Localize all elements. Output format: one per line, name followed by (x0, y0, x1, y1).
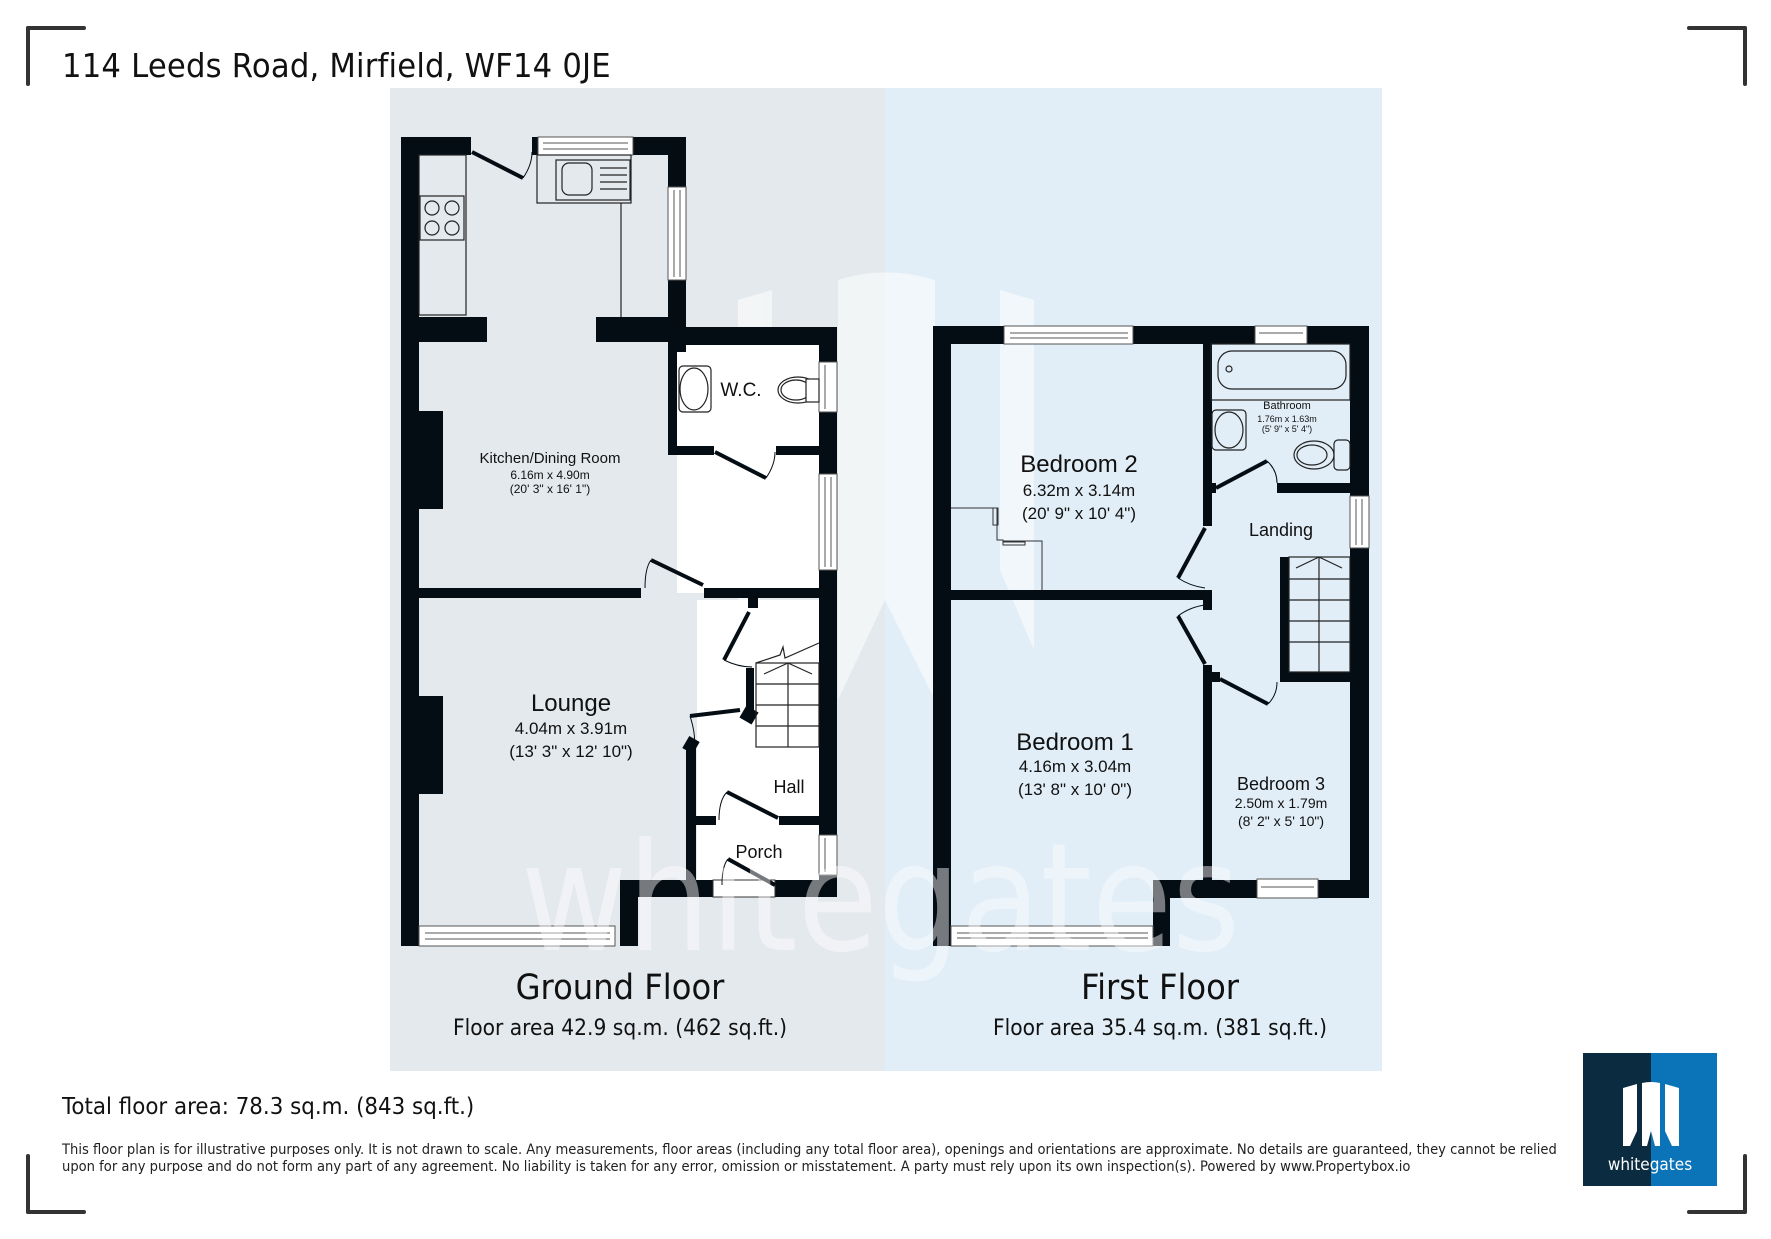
corner-bracket-bottom-left-v (26, 1154, 30, 1214)
room-imperial-bedroom-2: (20' 9" x 10' 4") (1022, 504, 1136, 523)
ground-floor-plan (401, 136, 838, 947)
whitegates-w-logo-icon (1623, 1082, 1679, 1146)
room-label-bathroom: Bathroom (1263, 400, 1311, 412)
room-imperial-bedroom-3: (8' 2" x 5' 10") (1238, 813, 1324, 829)
corner-bracket-top-left (26, 26, 86, 30)
room-label-hall: Hall (773, 777, 804, 797)
first-floor-area: Floor area 35.4 sq.m. (381 sq.ft.) (992, 1016, 1328, 1041)
room-label-bedroom-1: Bedroom 1 (1016, 729, 1133, 756)
ground-floor-title: Ground Floor (515, 968, 725, 1008)
first-floor-plan (933, 325, 1370, 947)
watermark-text: whitegates (521, 812, 1240, 986)
room-metric-lounge: 4.04m x 3.91m (515, 719, 627, 738)
room-metric-bedroom-2: 6.32m x 3.14m (1023, 481, 1135, 500)
corner-bracket-bottom-left (26, 1210, 86, 1214)
room-label-lounge: Lounge (531, 690, 611, 717)
room-metric-bedroom-3: 2.50m x 1.79m (1235, 795, 1328, 811)
room-label-kitchen: Kitchen/Dining Room (480, 450, 621, 467)
room-imperial-bathroom: (5' 9" x 5' 4") (1262, 424, 1312, 434)
room-metric-kitchen: 6.16m x 4.90m (510, 468, 589, 482)
room-label-bedroom-3: Bedroom 3 (1237, 774, 1325, 794)
room-metric-bathroom: 1.76m x 1.63m (1257, 414, 1317, 424)
property-address-title: 114 Leeds Road, Mirfield, WF14 0JE (62, 46, 611, 85)
logo-text: whitegates (1607, 1155, 1693, 1175)
first-floor-title: First Floor (1080, 968, 1240, 1008)
corner-bracket-bottom-right (1687, 1210, 1747, 1214)
corner-bracket-top-left-v (26, 26, 30, 86)
corner-bracket-top-right (1687, 26, 1747, 30)
whitegates-logo: whitegates (1583, 1053, 1717, 1186)
room-metric-bedroom-1: 4.16m x 3.04m (1019, 757, 1131, 776)
disclaimer-text: This floor plan is for illustrative purp… (62, 1142, 1557, 1175)
room-label-landing: Landing (1249, 520, 1313, 540)
corner-bracket-bottom-right-v (1743, 1154, 1747, 1214)
room-label-bedroom-2: Bedroom 2 (1020, 451, 1137, 478)
room-label-porch: Porch (735, 842, 782, 862)
room-label-wc: W.C. (720, 380, 761, 401)
ground-floor-area: Floor area 42.9 sq.m. (462 sq.ft.) (452, 1016, 788, 1041)
corner-bracket-top-right-v (1743, 26, 1747, 86)
room-imperial-bedroom-1: (13' 8" x 10' 0") (1018, 780, 1132, 799)
room-imperial-kitchen: (20' 3" x 16' 1") (510, 482, 590, 496)
total-floor-area: Total floor area: 78.3 sq.m. (843 sq.ft.… (62, 1094, 475, 1120)
room-imperial-lounge: (13' 3" x 12' 10") (509, 742, 632, 761)
